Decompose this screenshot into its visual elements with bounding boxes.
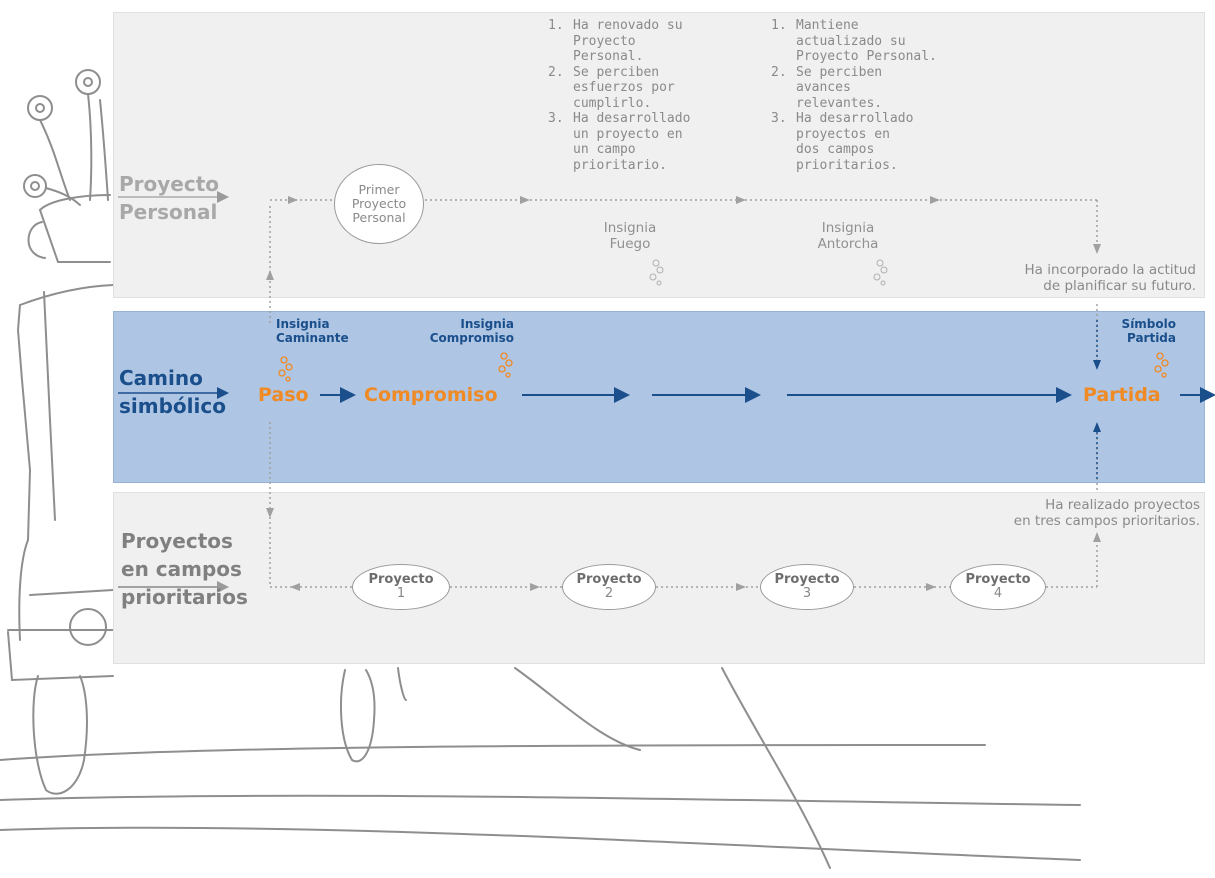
insignia-line: Antorcha (817, 236, 879, 252)
circle-line: Primer (358, 182, 400, 197)
badge-line: Caminante (276, 331, 349, 345)
project-number: 3 (802, 586, 812, 601)
row-label-line: en campos (121, 557, 242, 581)
note-line: en tres campos prioritarios. (1013, 513, 1200, 529)
requirements-list-antorcha: 1.Mantiene actualizado su Proyecto Perso… (771, 18, 937, 173)
row-label-personal: Proyecto Personal (119, 170, 219, 226)
step-compromiso: Compromiso (364, 384, 498, 406)
row-label-line: simbólico (119, 394, 226, 418)
fuego-badge-icon (649, 259, 664, 286)
badge-line: Insignia (276, 317, 330, 331)
requirements-list-fuego: 1.Ha renovado su Proyecto Personal. 2.Se… (548, 18, 690, 173)
row-label-camino: Camino simbólico (119, 364, 226, 420)
primer-proyecto-circle: Primer Proyecto Personal (334, 164, 424, 244)
insignia-antorcha: Insignia Antorcha (808, 220, 888, 252)
badge-title-compromiso: Insignia Compromiso (412, 317, 514, 345)
project-label: Proyecto (965, 572, 1031, 587)
project-1-ellipse: Proyecto 1 (352, 564, 450, 610)
note-line: de planificar su futuro. (1043, 278, 1196, 294)
project-number: 1 (396, 586, 406, 601)
row-label-line: prioritarios (121, 585, 248, 609)
row-label-line: Camino (119, 366, 203, 390)
project-label: Proyecto (368, 572, 434, 587)
row-label-campos: Proyectos en campos prioritarios (121, 527, 248, 611)
note-realizado: Ha realizado proyectos en tres campos pr… (948, 497, 1200, 529)
partida-badge-icon (1154, 352, 1169, 378)
list-item: 1.Ha renovado su Proyecto Personal. (548, 18, 683, 64)
badge-title-caminante: Insignia Caminante (276, 317, 349, 345)
insignia-line: Insignia (821, 220, 875, 236)
circle-line: Personal (352, 210, 406, 225)
note-planificar: Ha incorporado la actitud de planificar … (968, 262, 1197, 294)
row-label-line: Proyectos (121, 529, 233, 553)
project-label: Proyecto (576, 572, 642, 587)
step-paso: Paso (258, 384, 309, 406)
project-number: 2 (604, 586, 614, 601)
insignia-line: Fuego (609, 236, 651, 252)
compromiso-badge-icon (498, 352, 513, 378)
project-4-ellipse: Proyecto 4 (950, 564, 1046, 610)
circle-line: Proyecto (351, 196, 407, 211)
list-item: 3.Ha desarrollado proyectos en dos campo… (771, 111, 914, 173)
insignia-fuego: Insignia Fuego (590, 220, 670, 252)
caminante-badge-icon (278, 356, 293, 382)
antorcha-badge-icon (873, 259, 888, 286)
step-partida: Partida (1083, 384, 1161, 406)
symbolic-path-band (113, 311, 1205, 483)
badge-line: Compromiso (429, 331, 514, 345)
row-label-line: Proyecto (119, 172, 220, 196)
insignia-line: Insignia (603, 220, 657, 236)
project-3-ellipse: Proyecto 3 (760, 564, 854, 610)
project-label: Proyecto (774, 572, 840, 587)
project-number: 4 (993, 586, 1003, 601)
list-item: 2.Se perciben avances relevantes. (771, 64, 883, 111)
badge-title-partida: Símbolo Partida (1110, 317, 1176, 345)
personal-project-band (113, 12, 1205, 298)
badge-line: Insignia (460, 317, 514, 331)
badge-line: Partida (1126, 331, 1176, 345)
list-item: 3.Ha desarrollado un proyecto en un camp… (548, 111, 691, 173)
note-line: Ha realizado proyectos (1045, 497, 1200, 513)
list-item: 2.Se perciben esfuerzos por cumplirlo. (548, 64, 675, 111)
row-label-line: Personal (119, 200, 218, 224)
badge-line: Símbolo (1121, 317, 1176, 331)
list-item: 1.Mantiene actualizado su Proyecto Perso… (771, 18, 937, 64)
note-line: Ha incorporado la actitud (1024, 262, 1197, 278)
project-2-ellipse: Proyecto 2 (562, 564, 656, 610)
